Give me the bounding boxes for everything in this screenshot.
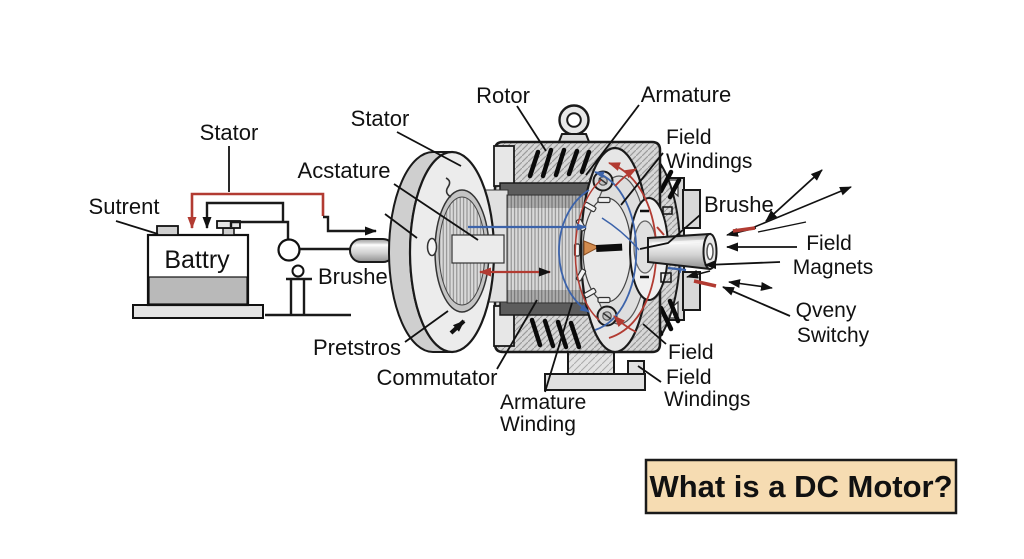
label-rotor: Rotor	[476, 83, 530, 108]
pointer-armature	[585, 104, 640, 176]
red-supply-wire	[187, 192, 325, 229]
pointer-field-windings-bottom	[637, 365, 662, 383]
label-stator-mid: Stator	[351, 106, 410, 131]
label-armature-winding-2: Winding	[500, 413, 576, 436]
brush-stand-icon	[265, 264, 351, 317]
winding-shadow-top	[507, 195, 589, 208]
pointer-stator-mid	[396, 131, 462, 167]
label-armature: Armature	[641, 82, 731, 107]
battery-terminal-2-stem	[222, 227, 235, 236]
label-field-windings-bottom-2: Windings	[664, 388, 750, 411]
pointer-armature-winding	[544, 302, 573, 393]
winding-shadow-bottom	[507, 290, 589, 303]
pointer-field-magnets-2	[704, 260, 781, 270]
drum-end-ring-top	[493, 145, 515, 187]
brush-bar	[596, 243, 623, 252]
bracket-detail-marks	[640, 206, 673, 283]
flange-hole	[426, 237, 438, 257]
pointer-commutator	[496, 299, 538, 370]
pointer-pretstros	[404, 310, 449, 343]
rotation-arrow-icon	[449, 319, 466, 335]
vent-louvers-top	[527, 147, 592, 179]
battery-lower-half	[148, 276, 248, 305]
shaft-right	[647, 232, 718, 271]
label-commutator: Commutator	[376, 365, 497, 390]
double-arrow-lower	[728, 279, 773, 291]
label-stator-left: Stator	[200, 120, 259, 145]
red-dash-upper	[732, 226, 756, 233]
pointer-brushe-right	[639, 214, 701, 250]
title-box: What is a DC Motor?	[644, 458, 958, 515]
battery-circuit: Battry	[132, 192, 377, 319]
line-thin-upper	[757, 221, 807, 233]
title-box-frame	[644, 458, 958, 515]
battery-terminal-1	[156, 225, 179, 236]
pointer-rotor	[516, 105, 547, 152]
label-brushe-left: Brushe	[318, 264, 388, 289]
label-field-magnets-2: Magnets	[793, 256, 874, 279]
label-armature-winding-1: Armature	[500, 391, 586, 414]
arrow-long-upper	[751, 186, 852, 229]
pointer-field-windings-top	[620, 152, 664, 206]
black-wire-loop-2	[229, 220, 290, 239]
label-field-windings-bottom-1: Field	[666, 366, 712, 389]
front-flange	[388, 150, 505, 354]
label-acstature: Acstature	[298, 158, 391, 183]
red-dash-lower	[693, 279, 717, 288]
label-field-bottom: Field	[668, 341, 714, 364]
label-qveny-switchy-2: Switchy	[797, 324, 870, 347]
pointer-sutrent	[115, 220, 159, 235]
flux-lines-blue	[558, 171, 687, 331]
label-brushe-right: Brushe	[704, 192, 774, 217]
arrow-at-shaft-bottom	[686, 269, 711, 279]
battery-label: Battry	[164, 246, 230, 274]
label-sutrent: Sutrent	[89, 194, 160, 219]
title-text: What is a DC Motor?	[649, 469, 952, 504]
shaft-end-hole	[706, 242, 714, 261]
label-field-windings-top-2: Windings	[666, 150, 752, 173]
label-qveny-switchy-1: Qveny	[796, 299, 857, 322]
screw-bottom-icon	[596, 305, 618, 327]
battery-base-plate	[132, 304, 264, 319]
copper-segment	[583, 240, 601, 256]
pointer-lines	[115, 104, 701, 393]
pointer-qveny-switchy	[722, 286, 791, 317]
battery-terminal-2-cap	[216, 220, 241, 229]
circle-connector-icon	[277, 238, 301, 262]
motor-assembly	[349, 104, 718, 391]
pointer-acstature-a	[393, 183, 479, 241]
shaft-left	[349, 238, 395, 263]
black-wire-loop-1	[202, 201, 285, 229]
label-field-magnets-1: Field	[806, 232, 852, 255]
flange-mark	[445, 177, 452, 198]
label-field-windings-top-1: Field	[666, 126, 712, 149]
diagram-labels: Sutrent Stator Brushe Stator Acstature R…	[89, 82, 874, 436]
double-arrow-upper	[765, 169, 823, 222]
wire-to-motor-arrow	[323, 215, 377, 236]
pointer-acstature-b	[384, 213, 418, 239]
label-pretstros: Pretstros	[313, 335, 401, 360]
pointer-field-bottom	[642, 323, 667, 345]
arrow-cluster-right	[686, 169, 852, 317]
